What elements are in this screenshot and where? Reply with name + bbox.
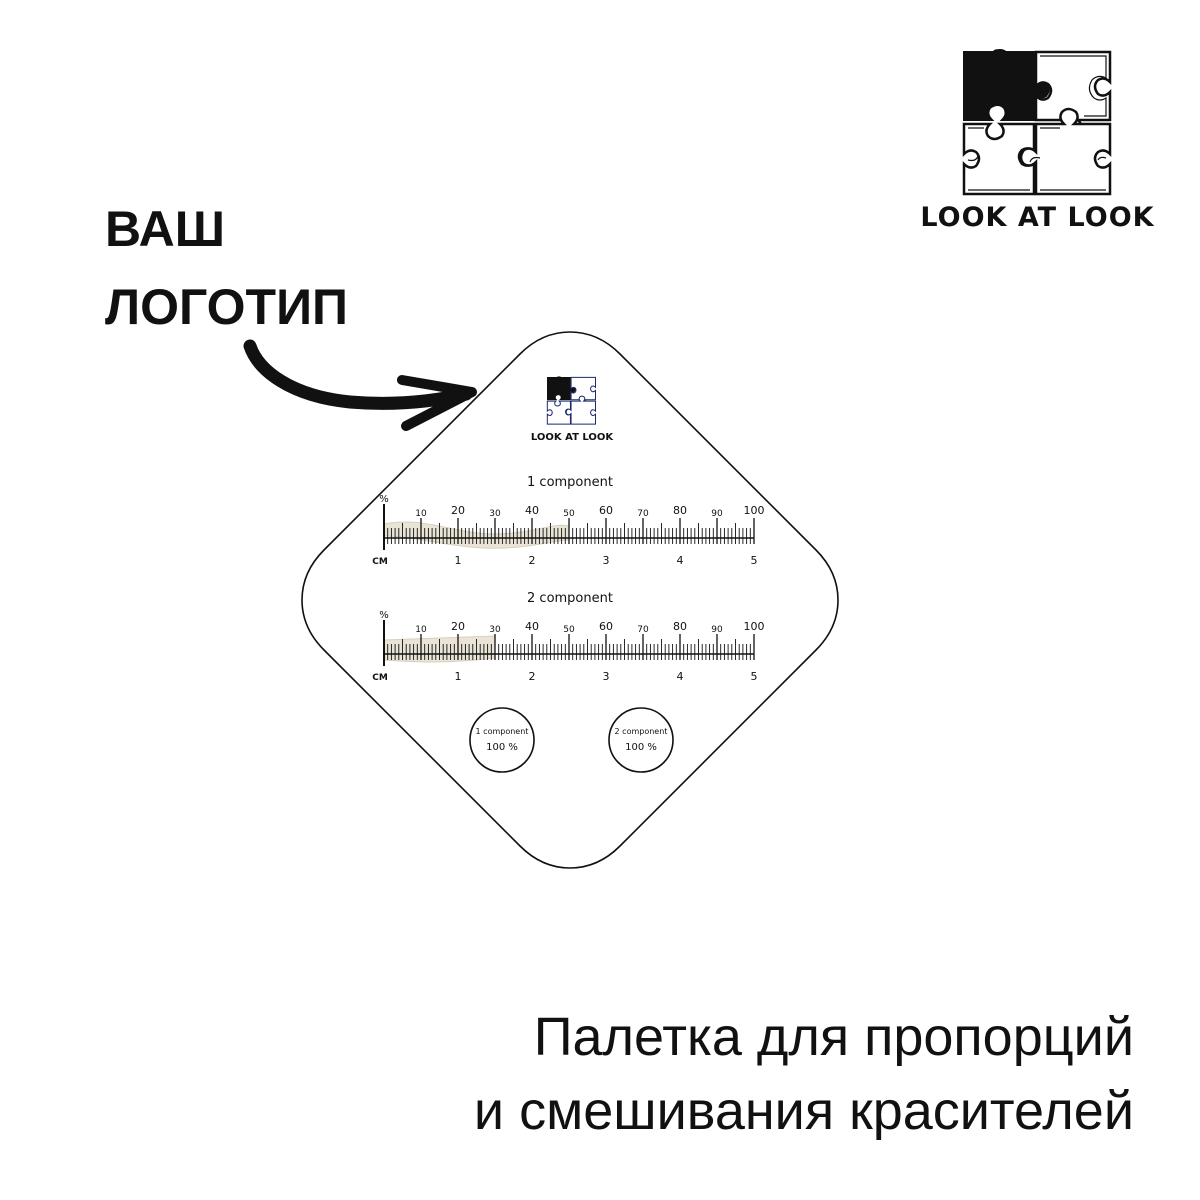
cm-tick-label: 2 bbox=[529, 670, 536, 683]
percent-tick-label: 90 bbox=[711, 509, 723, 519]
cm-tick-label: 4 bbox=[677, 670, 684, 683]
percent-tick-label: 70 bbox=[637, 509, 649, 519]
percent-tick-label: 10 bbox=[415, 509, 427, 519]
well-value: 100 % bbox=[625, 742, 657, 753]
cm-tick-label: 5 bbox=[751, 670, 758, 683]
mixing-well-2: 2 component 100 % bbox=[608, 707, 674, 773]
ruler-1-component: 1 component 10 20 30 40 50 60 70 80 90 100% СМ 1 2 3 4… bbox=[372, 475, 764, 567]
percent-tick-label: 80 bbox=[673, 620, 687, 633]
percent-tick-label: 50 bbox=[563, 625, 575, 635]
logo-placeholder-line2: ЛОГОТИП bbox=[105, 279, 348, 335]
mixing-palette: LOOK AT LOOK 1 component 10 20 30 40 50 60 70 8… bbox=[301, 331, 839, 869]
cm-tick-label: 1 bbox=[455, 670, 462, 683]
percent-tick-label: 30 bbox=[489, 625, 501, 635]
cm-tick-label: 1 bbox=[455, 554, 462, 567]
percent-tick-label: 80 bbox=[673, 504, 687, 517]
percent-tick-label: 100 bbox=[744, 620, 765, 633]
logo-placeholder-line1: ВАШ bbox=[105, 201, 225, 257]
product-caption: Палетка для пропорций и смешивания краси… bbox=[474, 1000, 1134, 1148]
percent-tick-label: 60 bbox=[599, 504, 613, 517]
cm-tick-label: 5 bbox=[751, 554, 758, 567]
percent-tick-label: 20 bbox=[451, 620, 465, 633]
percent-tick-label: 20 bbox=[451, 504, 465, 517]
percent-symbol: % bbox=[379, 494, 389, 505]
palette-brand-name: LOOK AT LOOK bbox=[531, 432, 615, 443]
cm-unit-label: СМ bbox=[372, 557, 388, 567]
percent-tick-label: 60 bbox=[599, 620, 613, 633]
caption-line1: Палетка для пропорций bbox=[533, 1007, 1134, 1067]
well-label: 2 component bbox=[615, 727, 668, 736]
percent-tick-label: 40 bbox=[525, 504, 539, 517]
cm-tick-label: 3 bbox=[603, 670, 610, 683]
ruler-title: 2 component bbox=[527, 591, 613, 606]
percent-tick-label: 90 bbox=[711, 625, 723, 635]
palette-outline bbox=[301, 331, 839, 869]
percent-tick-label: 50 bbox=[563, 509, 575, 519]
percent-symbol: % bbox=[379, 610, 389, 621]
percent-tick-label: 30 bbox=[489, 509, 501, 519]
well-label: 1 component bbox=[476, 727, 529, 736]
arrow-icon bbox=[243, 339, 477, 431]
percent-tick-label: 70 bbox=[637, 625, 649, 635]
ruler-title: 1 component bbox=[527, 475, 613, 490]
mixing-well-1: 1 component 100 % bbox=[469, 707, 535, 773]
ruler-2-component: 2 component 10 20 30 40 50 60 70 80 90 100% СМ 1 2 3 4… bbox=[372, 591, 764, 683]
cm-tick-label: 3 bbox=[603, 554, 610, 567]
percent-tick-label: 100 bbox=[744, 504, 765, 517]
percent-tick-label: 40 bbox=[525, 620, 539, 633]
palette-logo-icon bbox=[546, 376, 596, 425]
caption-line2: и смешивания красителей bbox=[473, 1081, 1134, 1141]
well-value: 100 % bbox=[486, 742, 518, 753]
brand-name: LOOK AT LOOK bbox=[920, 202, 1155, 233]
logo-placeholder-text: ВАШ ЛОГОТИП bbox=[105, 190, 348, 346]
cm-tick-label: 4 bbox=[677, 554, 684, 567]
percent-tick-label: 10 bbox=[415, 625, 427, 635]
puzzle-pieces-icon bbox=[962, 48, 1112, 196]
cm-unit-label: СМ bbox=[372, 673, 388, 683]
cm-tick-label: 2 bbox=[529, 554, 536, 567]
